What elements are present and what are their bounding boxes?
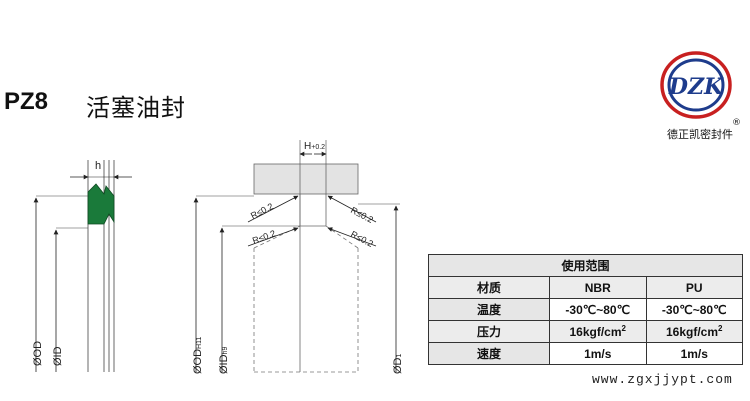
col-header-nbr: NBR [549,276,647,299]
cell-pressure-nbr: 16kgf/cm2 [549,320,647,343]
col-header-material: 材质 [428,276,550,299]
watermark: www.zgxjjypt.com [592,372,733,387]
groove-width-label: H+0.2 [304,141,326,152]
cell-speed-nbr: 1m/s [549,342,647,365]
product-name: 活塞油封 [86,94,186,122]
d1-label-right: ØD1 [392,353,404,374]
cell-temperature-nbr: -30℃~80℃ [549,298,647,321]
registered-mark: ® [732,118,740,128]
cell-speed-pu: 1m/s [645,342,743,365]
row-label-temperature: 温度 [428,298,550,321]
cell-temperature-pu: -30℃~80℃ [645,298,743,321]
spec-table: 使用范围 材质 NBR PU 温度 -30℃~80℃ -30℃~80℃ 压力 1… [428,254,743,365]
col-header-pu: PU [645,276,743,299]
company-logo: DZK ® [660,51,740,128]
product-code: PZ8 [4,88,49,115]
seal-profile [87,183,115,225]
cell-pressure-pu: 16kgf/cm2 [645,320,743,343]
od-label-right: ØODH11 [192,336,204,374]
company-caption: 德正凯密封件 [667,128,733,141]
id-label-left: ØID [52,346,64,366]
width-label-h: h [95,160,102,172]
id-label-right: ØIDh9 [218,346,230,374]
groove-box [253,163,359,195]
row-label-pressure: 压力 [428,320,550,343]
row-label-speed: 速度 [428,342,550,365]
spec-table-title: 使用范围 [428,254,743,277]
logo-letters: DZK [668,74,724,100]
od-label-left: ØOD [32,340,44,366]
